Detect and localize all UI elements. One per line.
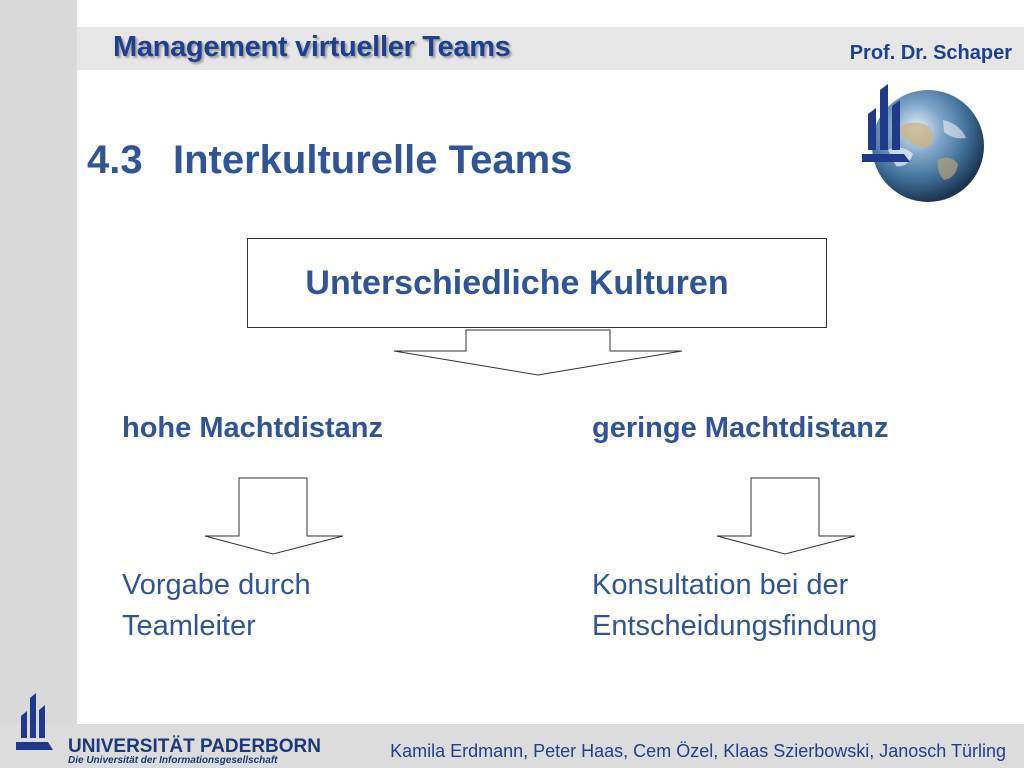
section-number: 4.3	[87, 138, 143, 182]
left-side-strip	[0, 0, 77, 768]
university-globe-logo-icon	[862, 84, 984, 202]
left-result-line2: Teamleiter	[122, 610, 256, 642]
right-column-result: Konsultation bei der Entscheidungsfindun…	[592, 565, 877, 647]
left-result-line1: Vorgabe durch	[122, 569, 311, 601]
down-arrow-icon	[716, 477, 856, 555]
slide-title: 4.3 Interkulturelle Teams	[87, 138, 572, 183]
university-name: UNIVERSITÄT PADERBORN	[68, 736, 321, 757]
university-logo-icon	[16, 693, 53, 750]
concept-box: Unterschiedliche Kulturen	[247, 238, 827, 328]
section-title-text: Interkulturelle Teams	[173, 138, 573, 182]
left-column-heading: hohe Machtdistanz	[122, 412, 384, 444]
left-column-result: Vorgabe durch Teamleiter	[122, 565, 311, 647]
university-tagline: Die Universität der Informationsgesellsc…	[68, 755, 278, 766]
right-column-heading: geringe Machtdistanz	[592, 412, 889, 444]
author-label: Prof. Dr. Schaper	[849, 42, 1012, 64]
down-arrow-icon	[204, 477, 344, 555]
presentation-title: Management virtueller Teams	[113, 31, 511, 63]
header-band	[77, 27, 1024, 70]
concept-label: Unterschiedliche Kulturen	[305, 263, 729, 302]
right-result-line2: Entscheidungsfindung	[592, 610, 878, 642]
down-arrow-icon	[393, 329, 683, 376]
footer-credits: Kamila Erdmann, Peter Haas, Cem Özel, Kl…	[390, 741, 1006, 761]
right-result-line1: Konsultation bei der	[592, 569, 849, 601]
footer-band	[0, 724, 1024, 768]
